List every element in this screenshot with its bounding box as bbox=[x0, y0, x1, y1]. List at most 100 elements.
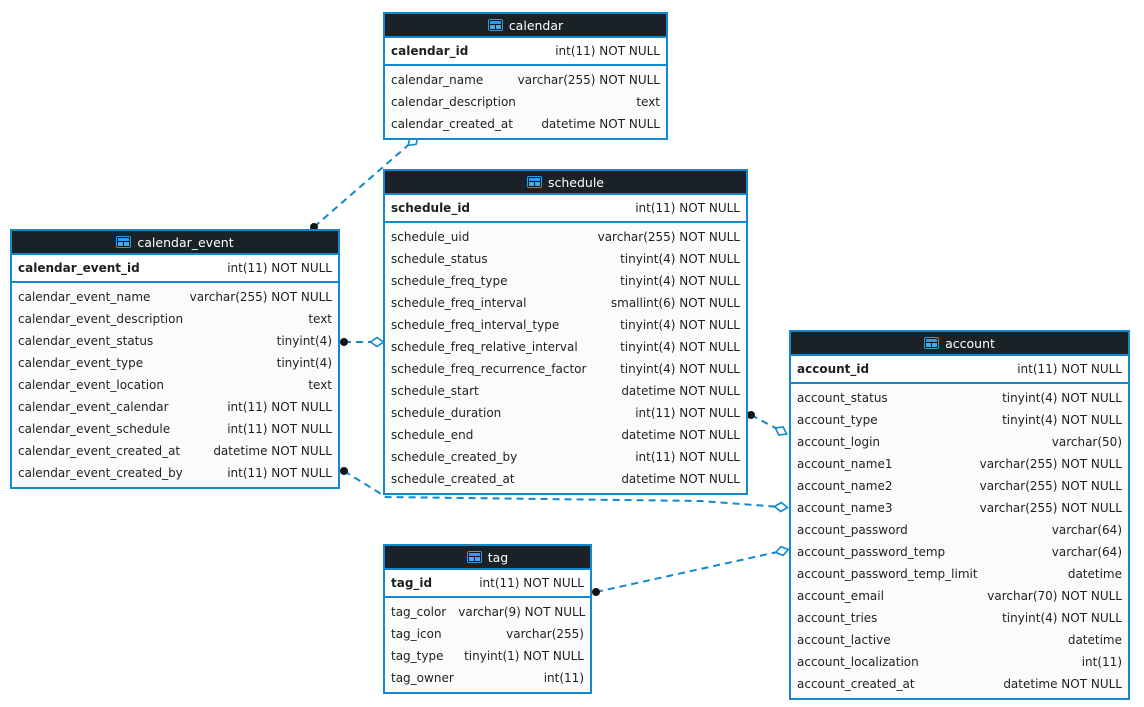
field-type: datetime bbox=[1067, 633, 1122, 647]
field-type: int(11) bbox=[1081, 655, 1122, 669]
field-type: datetime NOT NULL bbox=[1003, 677, 1122, 691]
field-name: schedule_uid bbox=[391, 230, 470, 244]
field-name: account_type bbox=[797, 413, 878, 427]
field-type: datetime NOT NULL bbox=[621, 472, 740, 486]
field-type: int(11) NOT NULL bbox=[635, 201, 740, 215]
field-type: text bbox=[308, 312, 332, 326]
field-type: int(11) NOT NULL bbox=[635, 406, 740, 420]
diamond-endpoint-icon bbox=[773, 501, 789, 513]
field-name: tag_icon bbox=[391, 627, 442, 641]
field-name: calendar_description bbox=[391, 95, 516, 109]
field-name: calendar_event_name bbox=[18, 290, 151, 304]
field-name: account_created_at bbox=[797, 677, 915, 691]
table-title: account bbox=[945, 335, 995, 351]
field-row-account_created_at: account_created_at datetime NOT NULL bbox=[791, 673, 1128, 695]
field-row-calendar_event_calendar: calendar_event_calendar int(11) NOT NULL bbox=[12, 396, 338, 418]
field-name: account_password bbox=[797, 523, 908, 537]
field-name: schedule_freq_interval_type bbox=[391, 318, 560, 332]
field-name: calendar_event_status bbox=[18, 334, 154, 348]
field-type: varchar(64) bbox=[1051, 523, 1122, 537]
field-type: text bbox=[308, 378, 332, 392]
relationship-line[interactable] bbox=[313, 140, 414, 228]
field-name: schedule_created_at bbox=[391, 472, 515, 486]
field-type: int(11) NOT NULL bbox=[227, 400, 332, 414]
field-type: datetime NOT NULL bbox=[621, 428, 740, 442]
field-type: tinyint(4) NOT NULL bbox=[1002, 391, 1122, 405]
field-name: account_localization bbox=[797, 655, 919, 669]
field-type: varchar(255) NOT NULL bbox=[979, 457, 1122, 471]
field-name: calendar_event_location bbox=[18, 378, 164, 392]
field-row-account_type: account_type tinyint(4) NOT NULL bbox=[791, 409, 1128, 431]
table-grid-icon bbox=[466, 551, 482, 563]
table-header-calendar[interactable]: calendar bbox=[385, 14, 666, 38]
table-grid-icon bbox=[487, 19, 503, 31]
table-grid-icon bbox=[924, 337, 940, 349]
dot-endpoint-icon bbox=[592, 588, 600, 596]
relationship-line[interactable] bbox=[343, 470, 782, 508]
field-name: account_password_temp_limit bbox=[797, 567, 978, 581]
field-type: tinyint(4) NOT NULL bbox=[620, 362, 740, 376]
table-header-tag[interactable]: tag bbox=[385, 546, 590, 570]
field-name: calendar_event_calendar bbox=[18, 400, 169, 414]
field-type: smallint(6) NOT NULL bbox=[610, 296, 740, 310]
field-name: account_password_temp bbox=[797, 545, 946, 559]
table-header-schedule[interactable]: schedule bbox=[385, 171, 746, 195]
field-type: datetime bbox=[1067, 567, 1122, 581]
connector-calendar_event-account bbox=[340, 467, 789, 513]
field-type: tinyint(4) NOT NULL bbox=[1002, 413, 1122, 427]
table-header-account[interactable]: account bbox=[791, 332, 1128, 356]
table-header-calendar_event[interactable]: calendar_event bbox=[12, 231, 338, 255]
field-name: account_id bbox=[797, 362, 870, 376]
field-type: int(11) NOT NULL bbox=[555, 44, 660, 58]
field-type: varchar(50) bbox=[1051, 435, 1122, 449]
connector-tag-account bbox=[592, 545, 790, 596]
field-type: varchar(255) NOT NULL bbox=[979, 501, 1122, 515]
field-row-schedule_created_at: schedule_created_at datetime NOT NULL bbox=[385, 468, 746, 490]
field-name: calendar_event_id bbox=[18, 261, 140, 275]
field-name: account_name3 bbox=[797, 501, 893, 515]
field-name: tag_id bbox=[391, 576, 433, 590]
field-name: schedule_status bbox=[391, 252, 488, 266]
field-name: account_status bbox=[797, 391, 888, 405]
diamond-endpoint-icon bbox=[774, 545, 790, 557]
field-type: int(11) NOT NULL bbox=[635, 450, 740, 464]
field-type: tinyint(4) bbox=[276, 356, 332, 370]
field-type: varchar(255) NOT NULL bbox=[597, 230, 740, 244]
relationship-line[interactable] bbox=[595, 550, 783, 593]
field-type: varchar(70) NOT NULL bbox=[987, 589, 1122, 603]
table-title: calendar_event bbox=[137, 234, 234, 250]
field-name: schedule_end bbox=[391, 428, 474, 442]
field-name: schedule_freq_relative_interval bbox=[391, 340, 578, 354]
field-row-schedule_uid: schedule_uid varchar(255) NOT NULL bbox=[385, 226, 746, 248]
field-type: datetime NOT NULL bbox=[621, 384, 740, 398]
